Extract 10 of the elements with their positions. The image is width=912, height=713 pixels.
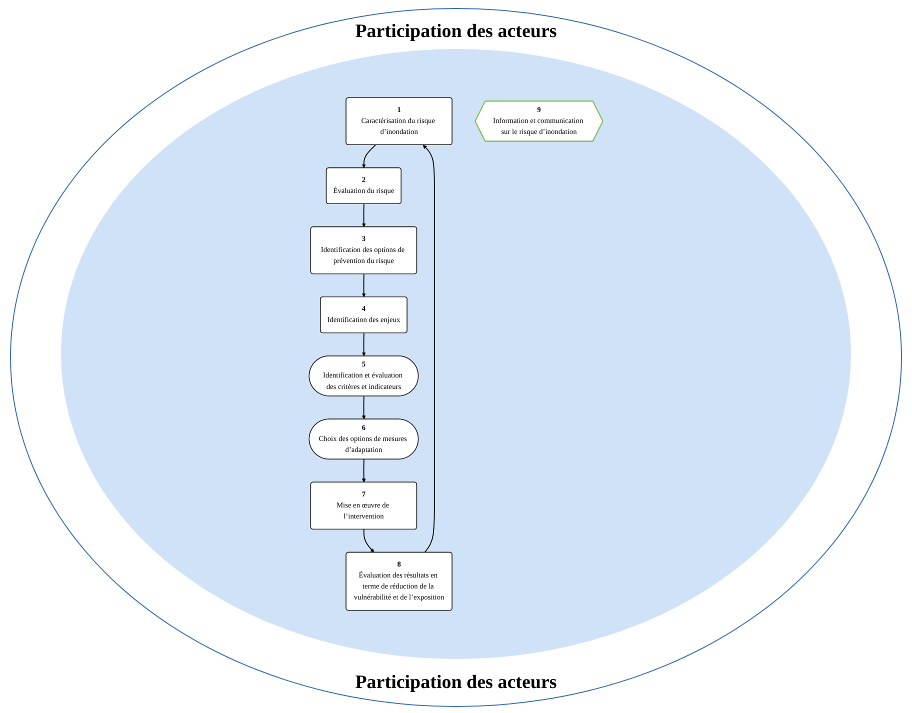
arrow bbox=[362, 458, 366, 483]
arrow bbox=[362, 274, 366, 298]
ring-label: Participation des acteurs bbox=[354, 21, 558, 43]
ring-label: Participation des acteurs bbox=[354, 672, 558, 694]
arrow bbox=[362, 396, 366, 420]
arrow bbox=[363, 528, 374, 553]
arrow bbox=[362, 332, 366, 356]
arrow bbox=[422, 144, 435, 553]
arrow bbox=[362, 144, 376, 168]
arrow bbox=[362, 203, 366, 228]
